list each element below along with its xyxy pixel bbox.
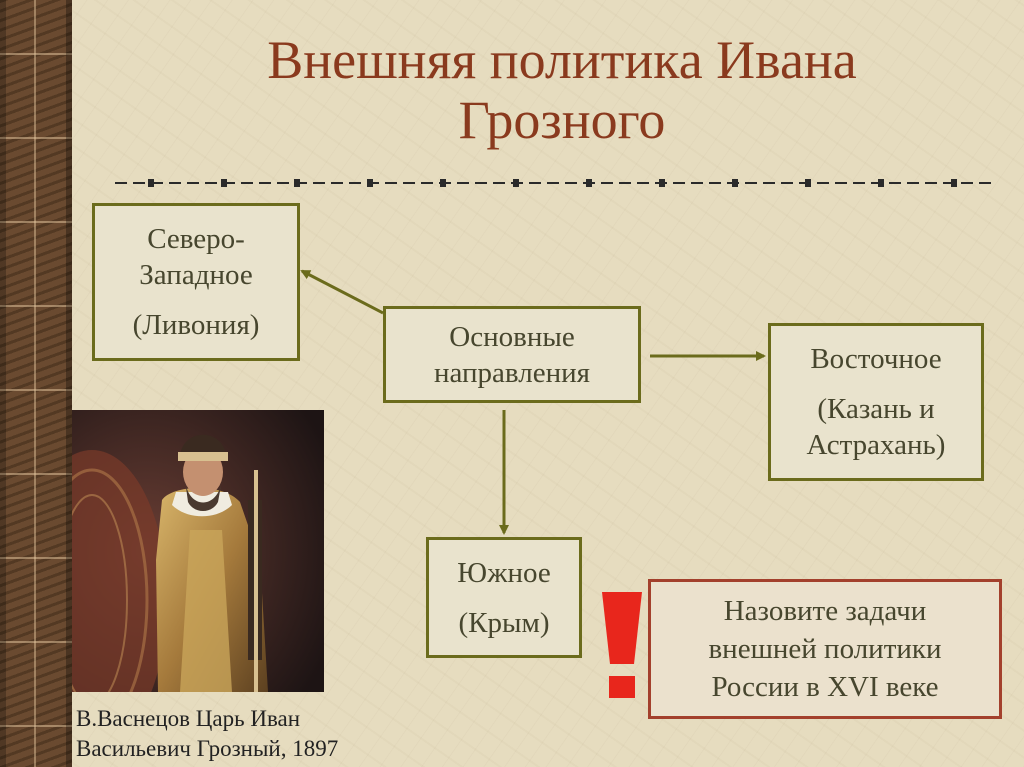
divider-dot: [294, 179, 300, 187]
divider-dot: [440, 179, 446, 187]
northwest-line-2: Западное: [139, 259, 253, 291]
dotted-divider: [115, 179, 993, 187]
direction-east-box: Восточное (Казань и Астрахань): [768, 323, 984, 481]
title-line-2: Грозного: [458, 90, 666, 150]
center-line-1: Основные: [449, 320, 575, 353]
divider-dot: [659, 179, 665, 187]
title-line-1: Внешняя политика Ивана: [267, 30, 857, 90]
divider-dot: [148, 179, 154, 187]
divider-dot: [586, 179, 592, 187]
northwest-line-1: Северо-: [147, 223, 245, 255]
question-line-3: России в XVI веке: [711, 671, 939, 703]
caption-line-2: Васильевич Грозный, 1897: [76, 736, 339, 761]
divider-dot: [513, 179, 519, 187]
center-line-2: направления: [434, 356, 590, 389]
portrait-caption: В.Васнецов Царь Иван Васильевич Грозный,…: [76, 704, 338, 764]
divider-dot: [878, 179, 884, 187]
slide-title: Внешняя политика Ивана Грозного: [150, 30, 974, 150]
question-line-2: внешней политики: [708, 633, 942, 665]
divider-dot: [951, 179, 957, 187]
direction-northwest-box: Северо- Западное (Ливония): [92, 203, 300, 361]
divider-dot: [732, 179, 738, 187]
northwest-line-3: (Ливония): [132, 309, 260, 341]
tsar-portrait-image: [72, 410, 324, 692]
divider-dot: [221, 179, 227, 187]
exclamation-icon: [602, 592, 642, 698]
caption-line-1: В.Васнецов Царь Иван: [76, 706, 301, 731]
east-line-2: (Казань и: [817, 393, 935, 425]
divider-dot: [367, 179, 373, 187]
east-line-1: Восточное: [810, 343, 942, 375]
east-line-3: Астрахань): [806, 429, 946, 461]
arrow-to-northwest: [300, 269, 384, 315]
south-line-1: Южное: [457, 556, 551, 589]
south-line-2: (Крым): [458, 606, 550, 639]
question-box: Назовите задачи внешней политики России …: [648, 579, 1002, 719]
decorative-wood-strip: [0, 0, 72, 767]
main-directions-box: Основные направления: [383, 306, 641, 403]
question-line-1: Назовите задачи: [723, 595, 927, 627]
divider-dot: [805, 179, 811, 187]
direction-south-box: Южное (Крым): [426, 537, 582, 658]
